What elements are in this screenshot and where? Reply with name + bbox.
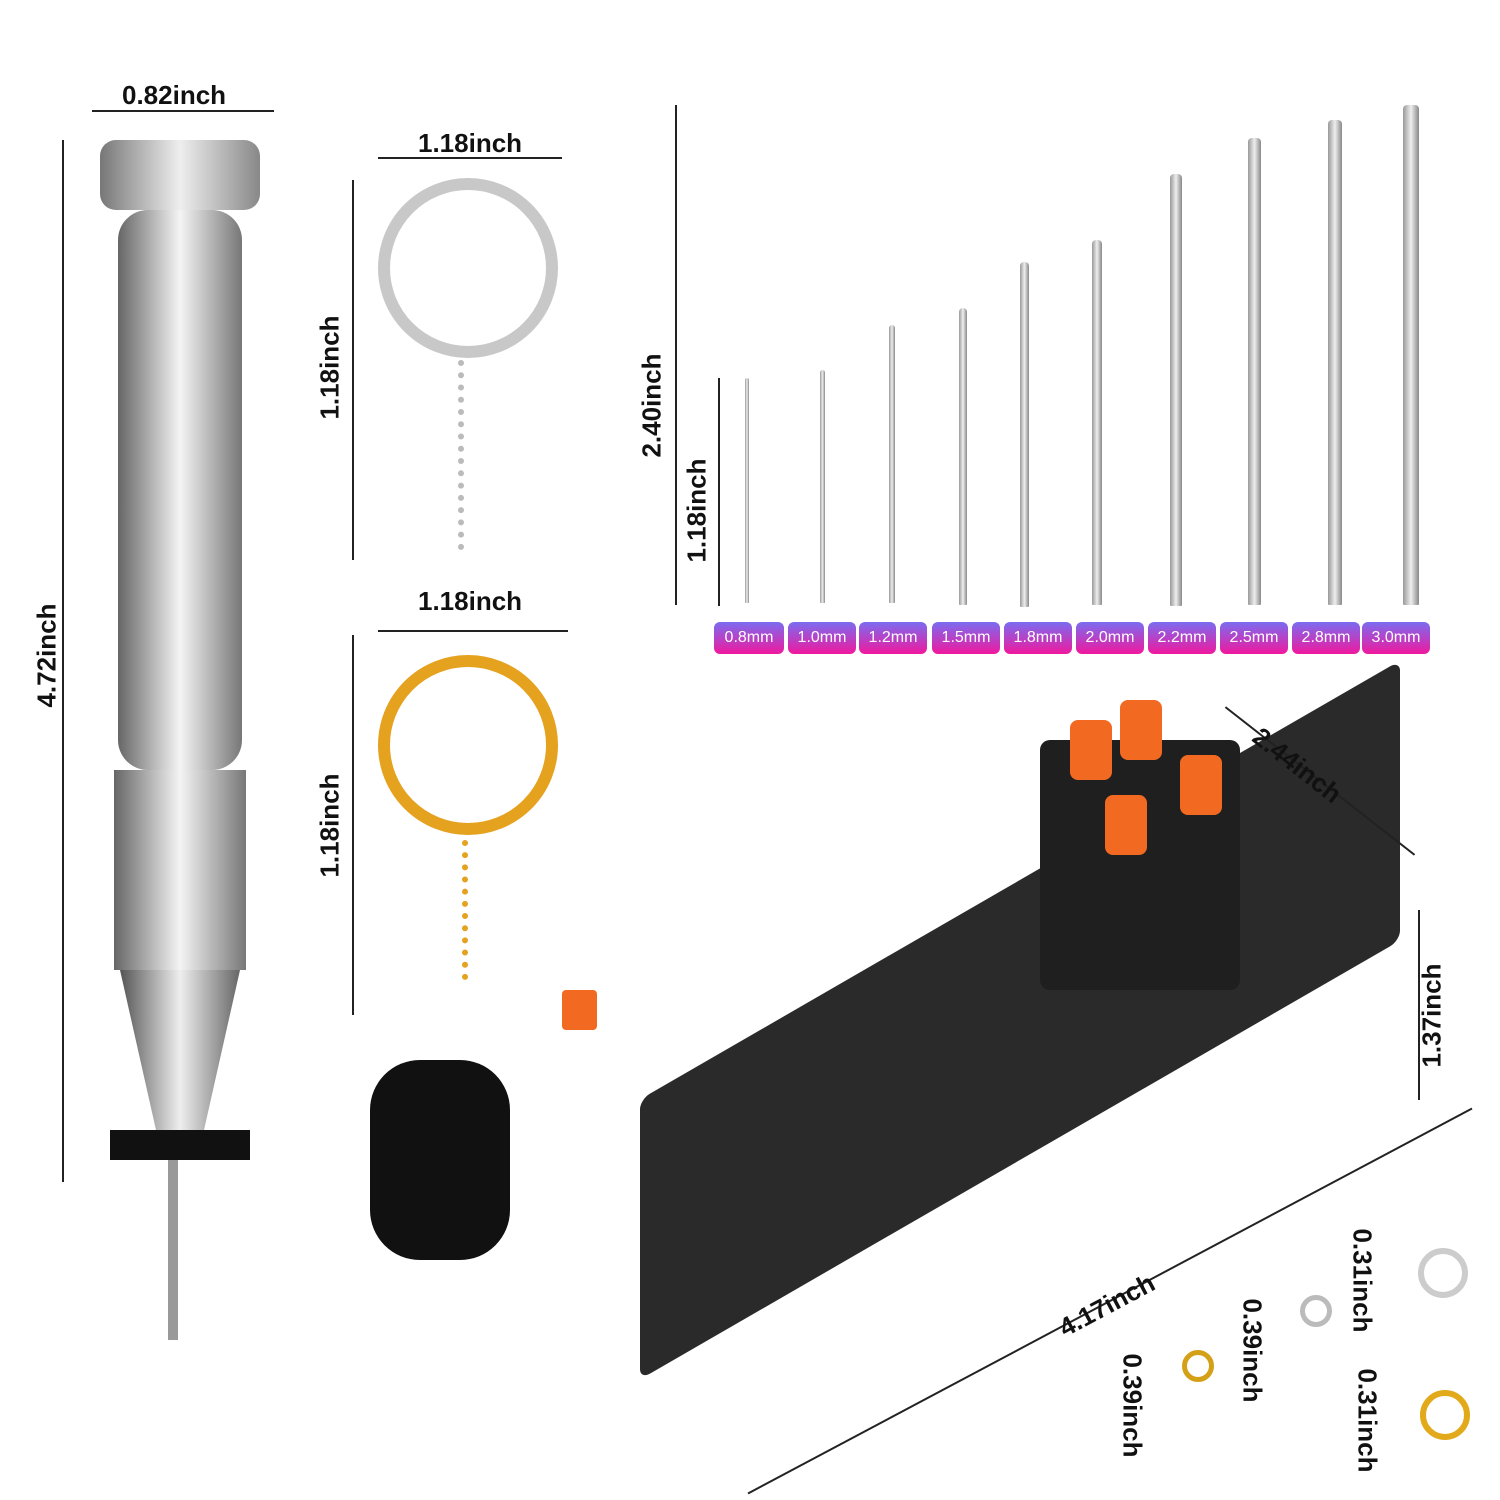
drill-bit [1020,262,1029,607]
gold-eye-pin [1182,1350,1214,1382]
silver-keyring-chain [458,360,480,550]
drill-bit [820,370,825,603]
drill-length-label: 4.72inch [31,603,62,708]
silver-keyring-width-label: 1.18inch [418,128,523,158]
bits-long-label: 2.40inch [636,353,667,458]
drill-bit [889,325,895,603]
size-tag: 1.8mm [1004,622,1072,654]
gold-jump-ring-label: 0.31inch [1352,1368,1383,1473]
vise-height-label: 1.37inch [1416,963,1447,1068]
size-tag: 3.0mm [1362,622,1430,654]
drill-width-label: 0.82inch [122,80,227,110]
size-tag: 2.5mm [1220,622,1288,654]
silver-keyring-image [378,178,558,358]
size-tag: 0.8mm [714,622,784,654]
gold-keyring-width-line [378,630,568,632]
silver-eye-pin-label: 0.39inch [1237,1298,1268,1403]
drill-bit [959,308,967,605]
pin-vise-drill-image [100,140,260,1340]
silver-jump-ring-label: 0.31inch [1347,1228,1378,1333]
gold-keyring-height-line [352,635,354,1015]
bits-short-line [718,378,720,606]
drill-bit [1328,120,1342,605]
gold-keyring-height-label: 1.18inch [314,773,345,878]
drill-bit [745,378,749,603]
silver-keyring-height-label: 1.18inch [314,315,345,420]
vise-height-line [1418,910,1420,1100]
gold-eye-pin-label: 0.39inch [1117,1353,1148,1458]
bits-short-label: 1.18inch [681,458,712,563]
drill-bit [1092,240,1102,605]
drill-bit [1170,174,1182,606]
gold-jump-ring [1420,1390,1470,1440]
gold-keyring-width-label: 1.18inch [418,586,523,616]
size-tag: 1.5mm [932,622,1000,654]
size-tag: 2.8mm [1292,622,1360,654]
silver-jump-ring [1418,1248,1468,1298]
silver-eye-pin [1300,1295,1332,1327]
drill-bit [1403,105,1419,605]
drill-width-line [92,110,274,112]
drill-length-line [62,140,64,1182]
size-tag: 2.2mm [1148,622,1216,654]
drill-bit [1248,138,1261,605]
size-tag: 1.2mm [859,622,927,654]
silver-keyring-width-line [378,157,562,159]
size-tag: 2.0mm [1076,622,1144,654]
bench-vise-image [370,660,1440,1380]
bits-long-line [675,105,677,605]
vise-length-label: 4.17inch [1053,1267,1160,1343]
gold-keyring-chain [462,840,484,980]
size-tag: 1.0mm [788,622,856,654]
silver-keyring-height-line [352,180,354,560]
